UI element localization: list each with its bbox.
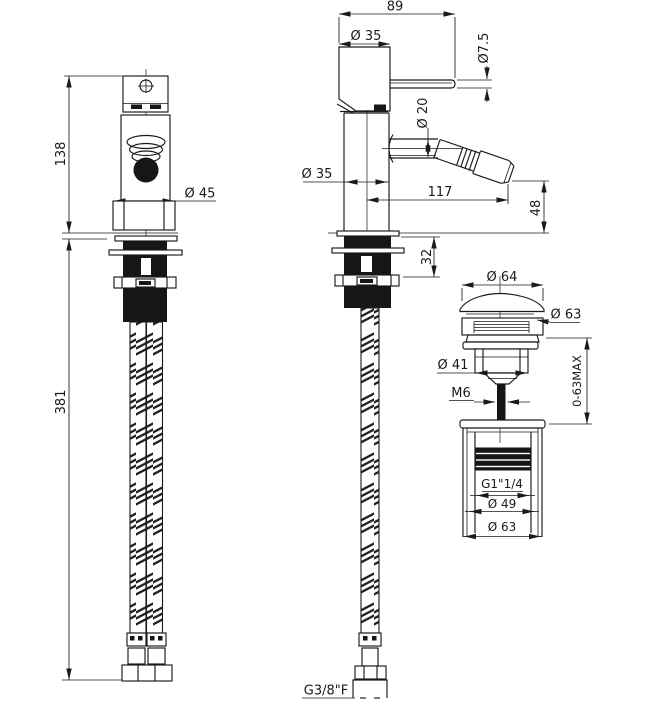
dim-spout-height: 48 (529, 200, 544, 217)
dim-inner-diameter: Ø 49 (488, 497, 517, 511)
dim-body-diameter: Ø 35 (302, 167, 333, 182)
dim-cap-diameter: Ø 64 (487, 270, 518, 285)
dim-base-nut-diameter: Ø 45 (185, 187, 216, 202)
base-nut-front (112, 200, 176, 231)
dim-hose-length: 381 (54, 390, 69, 415)
front-shank-assembly (108, 235, 183, 322)
waste-rod (497, 384, 506, 421)
waste-thread-insert (475, 447, 531, 471)
dim-neck-diameter: Ø 41 (438, 358, 469, 373)
waste-assembly-view: Ø 64 Ø 63 (437, 270, 592, 540)
dim-supply-thread: G3/8"F (304, 684, 348, 699)
waste-housing (459, 419, 546, 537)
dim-spout-reach: 117 (428, 185, 453, 200)
hose-nuts-front (121, 664, 173, 682)
dim-spout-diameter: Ø 20 (416, 98, 431, 129)
dim-handle-reach: 89 (387, 0, 404, 15)
dim-housing-diameter: Ø 63 (488, 520, 517, 534)
dim-lever-diameter: Ø7.5 (477, 33, 492, 64)
waste-flange (461, 317, 544, 336)
hot-marking-icon (131, 104, 142, 109)
handle-set-screw (374, 104, 386, 111)
front-view: 138 381 Ø 45 (54, 69, 216, 682)
side-view: 89 Ø 35 Ø7.5 Ø 20 Ø 35 117 48 32 (302, 0, 549, 699)
waste-body (462, 334, 540, 385)
bidet-nozzle (433, 138, 515, 184)
handle-housing-front (122, 75, 169, 113)
dim-body-height: 138 (54, 142, 69, 167)
supply-fitting (352, 679, 388, 698)
lever-side (389, 79, 456, 89)
handle-housing-side (338, 46, 391, 112)
side-shank-assembly (331, 230, 405, 308)
dim-flange-diameter: Ø 63 (551, 308, 582, 323)
dim-head-diameter: Ø 35 (351, 29, 382, 44)
side-faucet-body (331, 46, 515, 699)
dim-height-adjust: 0-63MAX (570, 355, 584, 407)
dim-outlet-thread: G1"1/4 (481, 477, 523, 491)
flexible-hose-side (352, 307, 388, 699)
cold-marking-icon (150, 104, 161, 109)
spout-front (126, 134, 166, 183)
spout-outlet (133, 157, 159, 183)
dim-deck-thickness: 32 (420, 249, 435, 266)
hose-nut-side (354, 665, 387, 680)
front-faucet-body: Ø 45 (108, 69, 216, 682)
spout-side (382, 134, 515, 184)
flexible-hoses-front (121, 321, 173, 682)
dim-rod-thread: M6 (451, 386, 471, 401)
waste-cap (459, 292, 545, 315)
